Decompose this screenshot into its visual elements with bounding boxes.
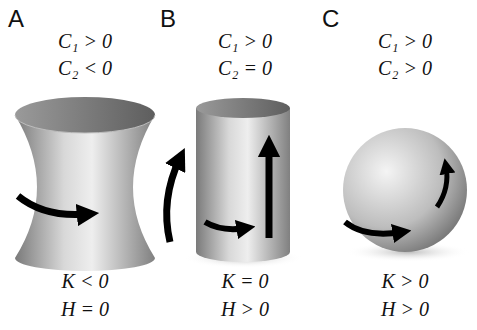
curvature-condition: C₁ > 0 [218, 30, 272, 52]
cylinder [183, 98, 303, 268]
curvature-condition: K = 0 [222, 270, 269, 292]
sphere [343, 128, 470, 262]
panel-letter: A [8, 6, 24, 32]
panel-letter: B [160, 6, 176, 32]
curvature-condition: H = 0 [61, 298, 109, 320]
hyperboloid [15, 97, 155, 271]
curvature-condition: C₂ > 0 [378, 57, 432, 79]
curvature-condition: C₂ = 0 [218, 57, 272, 79]
panel-letter: C [322, 6, 339, 32]
curvature-condition: C₁ > 0 [58, 30, 112, 52]
curvature-condition: K > 0 [382, 270, 429, 292]
curvature-condition: H > 0 [381, 298, 429, 320]
curvature-condition: K < 0 [62, 270, 109, 292]
curvature-arrow [18, 146, 447, 242]
curvature-condition: H > 0 [221, 298, 269, 320]
curvature-condition: C₂ < 0 [58, 57, 112, 79]
curvature-condition: C₁ > 0 [378, 30, 432, 52]
